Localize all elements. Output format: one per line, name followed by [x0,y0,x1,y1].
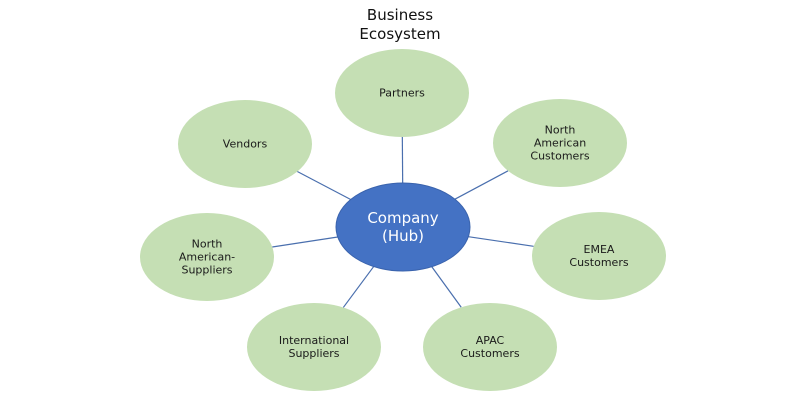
node-label-line: APAC [476,334,505,347]
edge-hub-international-suppliers [342,266,375,308]
hub-node[interactable]: Company(Hub) [335,182,471,272]
nodes-layer: PartnersNorthAmericanCustomersEMEACustom… [140,49,666,391]
node-label-line: Company [367,209,438,227]
edge-hub-north-american-customers [454,170,509,200]
node-label-line: EMEA [584,243,615,256]
edge-hub-vendors [297,170,351,201]
node-label-line: (Hub) [382,227,424,245]
node-ellipse [532,212,666,300]
node-ellipse [247,303,381,391]
node-label-line: North [545,124,576,137]
node-label-line: North [192,238,223,251]
node-ellipse [423,303,557,391]
edge-hub-emea-customers [468,236,534,247]
node-vendors[interactable]: Vendors [178,100,312,188]
node-label-line: Vendors [223,138,268,151]
edge-hub-apac-customers [431,266,462,308]
node-label-line: Customers [530,150,589,163]
node-label-line: Customers [460,347,519,360]
node-partners[interactable]: Partners [335,49,469,137]
hub-ellipse [335,182,471,272]
node-label-line: Suppliers [181,264,232,277]
node-label-line: International [279,334,349,347]
node-label-line: American- [179,251,235,264]
node-ellipse [335,49,469,137]
edge-hub-north-american-suppliers [272,236,338,248]
node-ellipse [178,100,312,188]
edges-layer [272,136,534,308]
node-label-line: Customers [569,256,628,269]
node-ellipse [493,99,627,187]
node-ellipse [140,213,274,301]
node-label-line: American [534,137,586,150]
node-label-line: Partners [379,87,425,100]
node-label-line: Suppliers [288,347,339,360]
diagram-title: Business Ecosystem [359,6,441,43]
